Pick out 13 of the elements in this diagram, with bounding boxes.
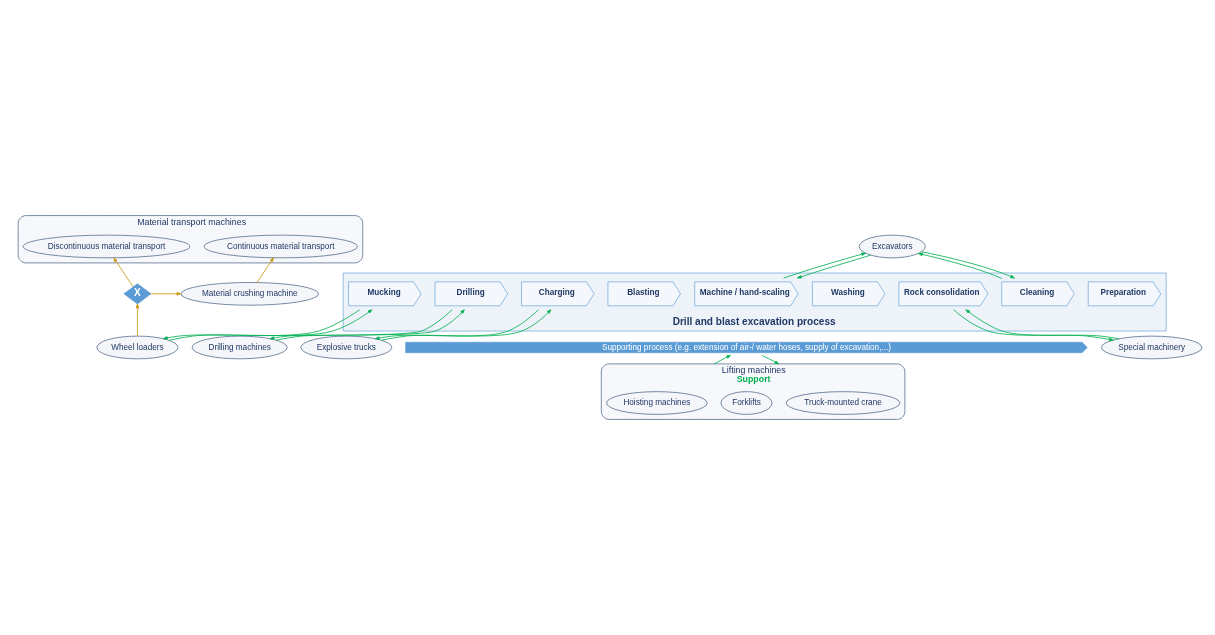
arrow bbox=[796, 254, 871, 279]
arrow bbox=[761, 355, 780, 365]
arrow bbox=[113, 257, 134, 288]
arrow bbox=[256, 257, 274, 283]
arrow bbox=[713, 355, 731, 365]
arrow bbox=[918, 252, 1003, 279]
arrow bbox=[135, 303, 140, 337]
arrow bbox=[150, 292, 182, 296]
arrow bbox=[953, 309, 1114, 342]
arrow bbox=[965, 309, 1120, 340]
node-diamond: X bbox=[123, 283, 152, 305]
arrow bbox=[783, 252, 866, 279]
arrow bbox=[921, 251, 1015, 279]
